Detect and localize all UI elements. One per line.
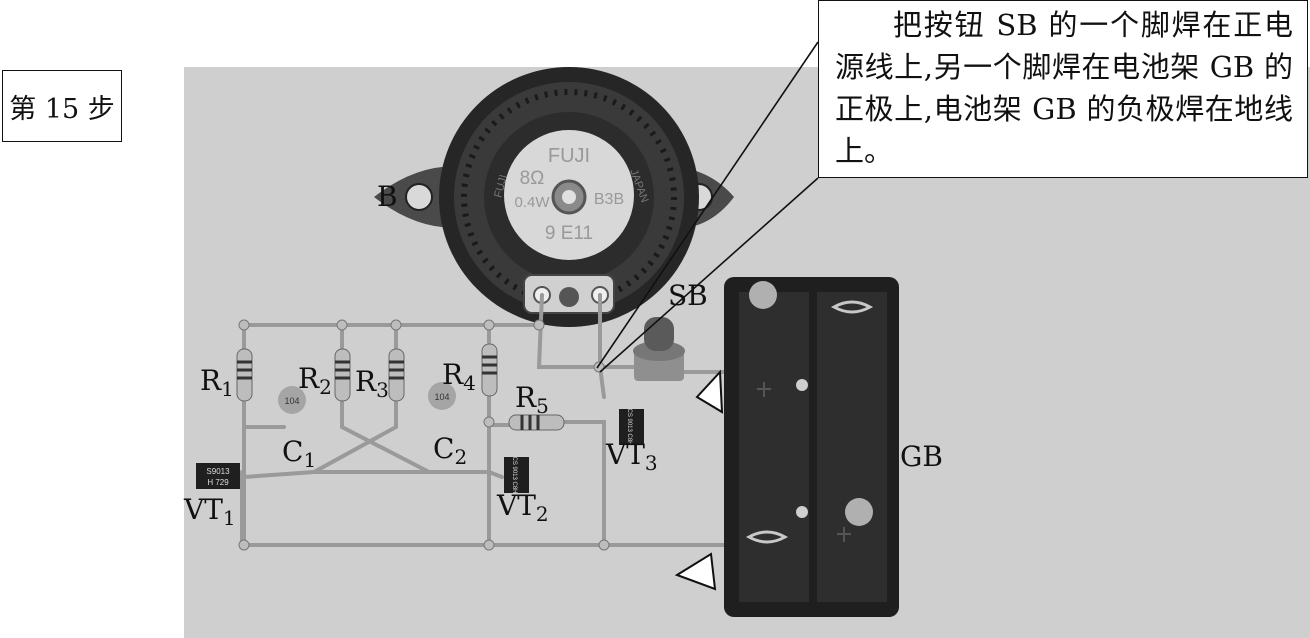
transistor-vt1-line2: H 729: [207, 478, 229, 487]
speaker-impedance: 8Ω: [520, 168, 545, 189]
capacitor-c1: [278, 386, 306, 414]
solder-joints: [238, 319, 610, 551]
label-r5: R5: [515, 381, 549, 418]
label-r3: R3: [355, 365, 389, 402]
capacitor-c2-code: 104: [434, 392, 449, 402]
label-sb: SB: [668, 279, 708, 312]
arrow-markers: [674, 369, 724, 591]
label-c2: C2: [433, 432, 468, 469]
step-label: 第 15 步: [2, 70, 122, 142]
label-r1: R1: [200, 364, 234, 401]
label-c1: C1: [282, 435, 317, 472]
speaker-ring-left: FUJI: [492, 173, 510, 199]
transistor-vt2: [504, 457, 529, 493]
speaker-code: 9 E11: [545, 223, 593, 244]
speaker-brand: FUJI: [548, 145, 590, 167]
speaker-model: B3B: [594, 191, 624, 208]
transistor-vt1: [196, 463, 240, 489]
battery-holder-gb: [724, 277, 899, 617]
label-r4: R4: [442, 358, 476, 395]
speaker-power: 0.4W: [514, 194, 550, 211]
label-gb: GB: [900, 440, 943, 473]
label-vt2: VT2: [497, 489, 549, 526]
label-vt3: VT3: [606, 438, 658, 475]
label-b: B: [377, 180, 398, 213]
transistor-vt3-marking: CS 9013 C8H: [626, 408, 632, 445]
capacitor-c1-code: 104: [284, 396, 299, 406]
label-vt1: VT1: [184, 493, 236, 530]
transistor-vt3: [619, 409, 644, 445]
transistor-vt2-marking: CS 9013 C8H: [511, 456, 517, 493]
push-button-sb: [633, 317, 685, 381]
resistor-bands: [237, 355, 540, 430]
label-r2: R2: [298, 362, 332, 399]
transistor-vt1-line1: S9013: [206, 467, 230, 476]
instruction-note: 把按钮 SB 的一个脚焊在正电源线上,另一个脚焊在电池架 GB 的正极上,电池架…: [818, 0, 1308, 178]
instruction-text: 把按钮 SB 的一个脚焊在正电源线上,另一个脚焊在电池架 GB 的正极上,电池架…: [835, 8, 1293, 168]
capacitor-c2: [428, 382, 456, 410]
